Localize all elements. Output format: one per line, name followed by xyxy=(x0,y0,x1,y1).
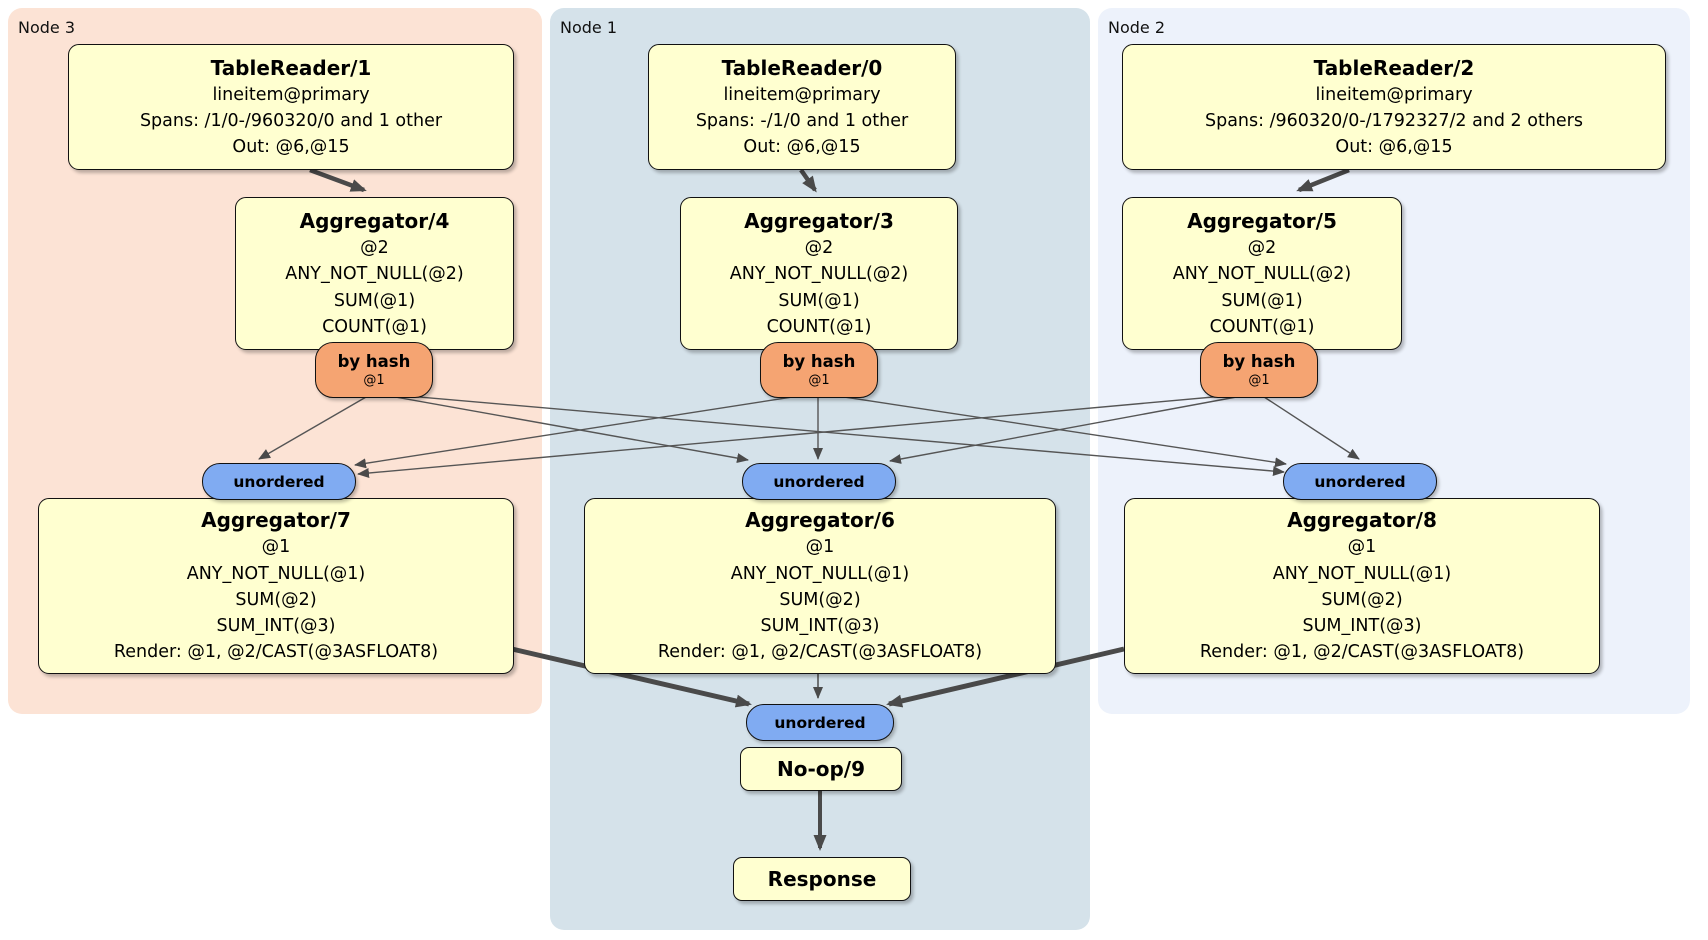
processor-title: TableReader/1 xyxy=(210,55,372,80)
processor-detail: @2 xyxy=(360,238,389,258)
router-by-hash-4: by hash @1 xyxy=(315,342,433,398)
processor-detail: COUNT(@1) xyxy=(322,316,427,337)
processor-tablereader-1: TableReader/1 lineitem@primary Spans: /1… xyxy=(68,44,514,170)
node2-label: Node 2 xyxy=(1108,18,1166,37)
router-label: by hash xyxy=(782,351,856,371)
processor-detail: ANY_NOT_NULL(@2) xyxy=(1172,264,1352,285)
processor-detail: ANY_NOT_NULL(@2) xyxy=(729,264,909,285)
processor-detail: @1 xyxy=(261,537,291,558)
processor-tablereader-2: TableReader/2 lineitem@primary Spans: /9… xyxy=(1122,44,1666,170)
processor-title: TableReader/2 xyxy=(1313,55,1475,80)
processor-detail: Out: @6,@15 xyxy=(1335,137,1453,158)
router-label: by hash xyxy=(1222,351,1296,371)
processor-title: Aggregator/8 xyxy=(1287,508,1437,533)
processor-title: Aggregator/5 xyxy=(1187,209,1337,233)
stream-label: unordered xyxy=(233,472,325,491)
stream-unordered-6: unordered xyxy=(742,463,896,500)
processor-tablereader-0: TableReader/0 lineitem@primary Spans: -/… xyxy=(648,44,956,170)
processor-title: Response xyxy=(767,867,877,891)
router-by-hash-5: by hash @1 xyxy=(1200,342,1318,398)
processor-detail: COUNT(@1) xyxy=(1209,316,1315,337)
processor-detail: Render: @1, @2/CAST(@3ASFLOAT8) xyxy=(657,642,983,663)
processor-detail: SUM(@1) xyxy=(333,290,416,311)
processor-detail: SUM(@2) xyxy=(1321,589,1403,610)
processor-detail: SUM(@2) xyxy=(779,589,861,610)
processor-detail: SUM_INT(@3) xyxy=(760,616,880,637)
stream-label: unordered xyxy=(1314,472,1406,491)
processor-aggregator-4: Aggregator/4 @2 ANY_NOT_NULL(@2) SUM(@1)… xyxy=(235,197,514,350)
processor-detail: Render: @1, @2/CAST(@3ASFLOAT8) xyxy=(1199,642,1525,663)
stream-unordered-final: unordered xyxy=(746,704,894,741)
processor-detail: ANY_NOT_NULL(@1) xyxy=(186,563,366,584)
processor-title: Aggregator/7 xyxy=(201,508,351,533)
processor-detail: Out: @6,@15 xyxy=(232,137,350,158)
processor-noop-9: No-op/9 xyxy=(740,747,902,791)
processor-title: Aggregator/3 xyxy=(744,209,894,233)
stream-label: unordered xyxy=(774,713,866,732)
processor-detail: Out: @6,@15 xyxy=(743,137,861,158)
processor-detail: COUNT(@1) xyxy=(766,316,872,337)
processor-title: No-op/9 xyxy=(776,757,866,781)
processor-title: Aggregator/4 xyxy=(299,209,450,233)
processor-aggregator-3: Aggregator/3 @2 ANY_NOT_NULL(@2) SUM(@1)… xyxy=(680,197,958,350)
router-key: @1 xyxy=(1248,372,1270,388)
processor-detail: SUM_INT(@3) xyxy=(216,616,336,637)
processor-title: Aggregator/6 xyxy=(745,508,895,533)
processor-detail: lineitem@primary xyxy=(212,84,370,105)
processor-detail: ANY_NOT_NULL(@1) xyxy=(730,563,910,584)
processor-detail: Spans: -/1/0 and 1 other xyxy=(695,110,909,131)
router-label: by hash xyxy=(337,351,411,371)
processor-detail: ANY_NOT_NULL(@2) xyxy=(285,264,464,285)
router-by-hash-3: by hash @1 xyxy=(760,342,878,398)
processor-detail: SUM_INT(@3) xyxy=(1302,616,1422,637)
response-box: Response xyxy=(733,857,911,901)
stream-unordered-7: unordered xyxy=(202,463,356,500)
node3-label: Node 3 xyxy=(18,18,76,37)
processor-detail: lineitem@primary xyxy=(1315,84,1473,105)
processor-detail: @2 xyxy=(804,238,834,258)
processor-detail: Spans: /960320/0-/1792327/2 and 2 others xyxy=(1204,110,1583,131)
stream-label: unordered xyxy=(773,472,865,491)
processor-detail: lineitem@primary xyxy=(723,84,881,105)
processor-aggregator-5: Aggregator/5 @2 ANY_NOT_NULL(@2) SUM(@1)… xyxy=(1122,197,1402,350)
processor-title: TableReader/0 xyxy=(721,55,883,80)
node1-label: Node 1 xyxy=(560,18,618,37)
processor-detail: @1 xyxy=(805,537,835,558)
processor-aggregator-6: Aggregator/6 @1 ANY_NOT_NULL(@1) SUM(@2)… xyxy=(584,498,1056,674)
processor-detail: SUM(@1) xyxy=(1221,290,1303,311)
processor-aggregator-7: Aggregator/7 @1 ANY_NOT_NULL(@1) SUM(@2)… xyxy=(38,498,514,674)
processor-detail: ANY_NOT_NULL(@1) xyxy=(1272,563,1452,584)
processor-detail: SUM(@1) xyxy=(778,290,860,311)
processor-detail: @1 xyxy=(1347,537,1377,558)
processor-detail: @2 xyxy=(1247,238,1277,258)
router-key: @1 xyxy=(363,372,385,388)
processor-detail: SUM(@2) xyxy=(235,589,317,610)
processor-detail: Spans: /1/0-/960320/0 and 1 other xyxy=(139,110,443,131)
router-key: @1 xyxy=(808,372,830,388)
stream-unordered-8: unordered xyxy=(1283,463,1437,500)
processor-aggregator-8: Aggregator/8 @1 ANY_NOT_NULL(@1) SUM(@2)… xyxy=(1124,498,1600,674)
processor-detail: Render: @1, @2/CAST(@3ASFLOAT8) xyxy=(113,642,439,663)
